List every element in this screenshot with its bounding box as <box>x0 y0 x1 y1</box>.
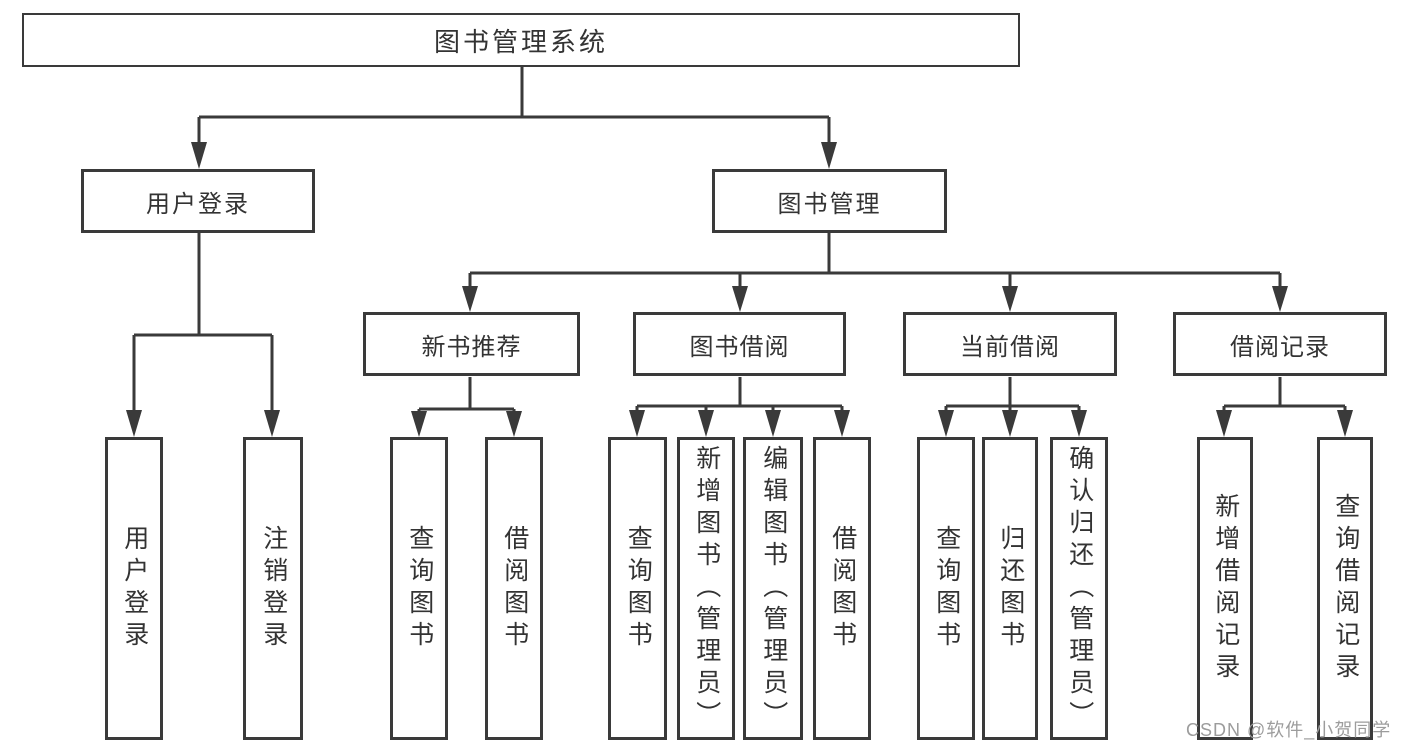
arrowhead-icon <box>1002 410 1018 437</box>
arrowhead-icon <box>1071 410 1087 437</box>
node-book-management: 图书管理 <box>712 169 947 233</box>
leaf-label: 新增图书（管理员） <box>692 444 721 733</box>
leaf-label: 借阅图书 <box>500 524 529 653</box>
leaf-logout: 注销登录 <box>243 437 303 740</box>
node-library-system: 图书管理系统 <box>22 13 1020 67</box>
leaf-newbook-borrow-books: 借阅图书 <box>485 437 543 740</box>
node-borrowing-records: 借阅记录 <box>1173 312 1387 376</box>
arrowhead-icon <box>629 410 645 437</box>
leaf-label: 借阅图书 <box>828 524 857 653</box>
node-label: 图书借阅 <box>689 333 790 361</box>
arrowhead-icon <box>1002 286 1018 312</box>
node-label: 当前借阅 <box>960 333 1060 361</box>
node-label: 借阅记录 <box>1230 333 1330 361</box>
leaf-current-confirm-return-admin: 确认归还（管理员） <box>1050 437 1108 740</box>
leaf-records-query-record: 查询借阅记录 <box>1317 437 1373 740</box>
leaf-label: 编辑图书（管理员） <box>759 444 788 733</box>
arrowhead-icon <box>126 410 142 437</box>
node-label: 图书管理系统 <box>433 26 608 57</box>
arrowhead-icon <box>191 142 207 169</box>
leaf-newbook-query-books: 查询图书 <box>390 437 448 740</box>
leaf-label: 用户登录 <box>120 524 149 653</box>
connector-book-management-to-groups <box>462 233 1288 312</box>
connector-book-borrow-to-leaves <box>629 377 850 437</box>
arrowhead-icon <box>506 411 522 437</box>
leaf-records-add-record: 新增借阅记录 <box>1197 437 1253 740</box>
node-book-borrowing: 图书借阅 <box>633 312 846 376</box>
connector-user-login-to-leaves <box>126 233 280 437</box>
arrowhead-icon <box>834 410 850 437</box>
arrowhead-icon <box>938 410 954 437</box>
leaf-label: 查询图书 <box>405 524 434 653</box>
connector-borrow-records-to-leaves <box>1216 377 1353 437</box>
arrowhead-icon <box>765 410 781 437</box>
arrowhead-icon <box>698 410 714 437</box>
arrowhead-icon <box>732 286 748 312</box>
node-label: 新书推荐 <box>421 333 522 361</box>
arrowhead-icon <box>411 411 427 437</box>
leaf-current-query-books: 查询图书 <box>917 437 975 740</box>
leaf-user-login: 用户登录 <box>105 437 163 740</box>
leaf-label: 新增借阅记录 <box>1211 492 1240 685</box>
arrowhead-icon <box>1337 410 1353 437</box>
leaf-label: 注销登录 <box>259 524 288 653</box>
leaf-borrow-edit-books-admin: 编辑图书（管理员） <box>743 437 803 740</box>
leaf-label: 归还图书 <box>996 524 1025 653</box>
leaf-label: 确认归还（管理员） <box>1065 444 1094 733</box>
leaf-label: 查询图书 <box>932 524 961 653</box>
leaf-borrow-query-books: 查询图书 <box>608 437 667 740</box>
leaf-borrow-add-books-admin: 新增图书（管理员） <box>677 437 735 740</box>
watermark: CSDN @软件_小贺同学 <box>1186 720 1392 740</box>
arrowhead-icon <box>264 410 280 437</box>
arrowhead-icon <box>462 286 478 312</box>
connector-current-borrow-to-leaves <box>938 377 1087 437</box>
node-label: 图书管理 <box>777 190 882 218</box>
node-user-login: 用户登录 <box>81 169 315 233</box>
node-new-book-recommendation: 新书推荐 <box>363 312 580 376</box>
leaf-label: 查询借阅记录 <box>1331 492 1360 685</box>
leaf-current-return-books: 归还图书 <box>982 437 1038 740</box>
leaf-borrow-borrow-books: 借阅图书 <box>813 437 871 740</box>
node-current-borrowing: 当前借阅 <box>903 312 1117 376</box>
arrowhead-icon <box>821 142 837 169</box>
connector-root-to-level2 <box>191 67 837 169</box>
node-label: 用户登录 <box>146 190 250 218</box>
connector-new-book-to-leaves <box>411 377 522 437</box>
arrowhead-icon <box>1216 410 1232 437</box>
arrowhead-icon <box>1272 286 1288 312</box>
leaf-label: 查询图书 <box>624 524 653 653</box>
